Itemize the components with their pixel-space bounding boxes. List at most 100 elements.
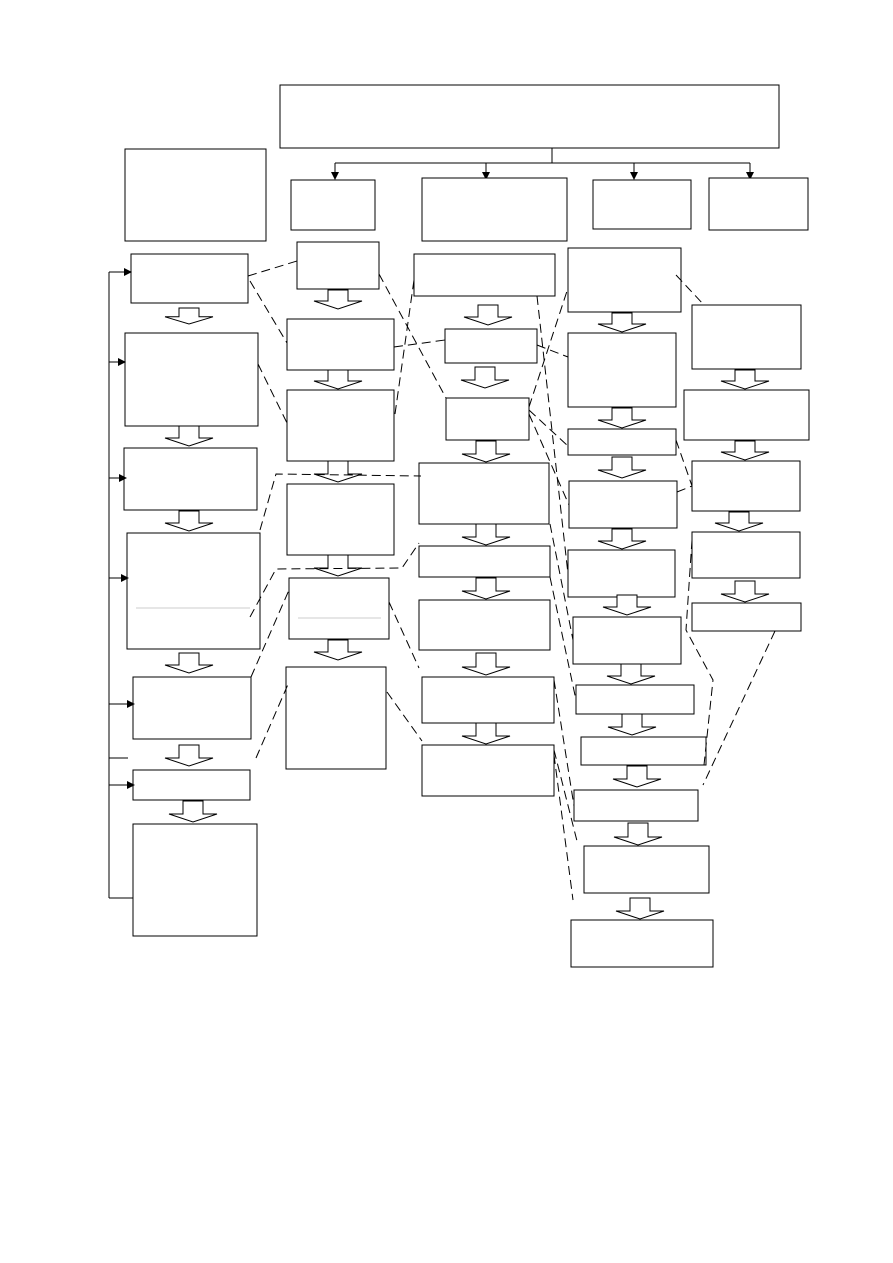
flow-arrow-11 — [313, 639, 363, 661]
dash-link-2 — [249, 280, 288, 344]
dash-link-17 — [536, 295, 569, 575]
flow-arrow-4 — [164, 652, 214, 674]
column-4 — [567, 247, 714, 968]
c4-node-3 — [567, 428, 677, 456]
dash-link-27 — [702, 630, 776, 786]
feedback-spine — [108, 268, 135, 899]
category-box-1-frame — [290, 179, 376, 231]
c4-node-11 — [570, 919, 714, 968]
c2-node-5 — [288, 577, 390, 640]
c3-node-2 — [444, 328, 538, 364]
c4-node-9 — [573, 789, 699, 822]
dash-link-21 — [553, 749, 579, 846]
c3-node-8 — [421, 744, 555, 797]
flow-arrow-20 — [597, 407, 647, 429]
flow-arrow-25 — [607, 713, 657, 736]
dash-link-6 — [250, 589, 290, 678]
c5-node-2 — [683, 389, 810, 441]
c2-node-6 — [285, 666, 387, 770]
dash-link-10 — [394, 279, 415, 415]
flow-arrow-28 — [615, 897, 665, 920]
c3-node-5 — [418, 545, 551, 578]
c4-node-1 — [567, 247, 682, 313]
c5-node-4 — [691, 531, 801, 579]
category-box-2 — [421, 177, 568, 242]
c2-node-4 — [286, 483, 395, 556]
c4-node-2 — [567, 332, 677, 408]
c3-node-4 — [418, 462, 550, 525]
flow-arrow-23 — [602, 594, 652, 616]
flow-arrow-27 — [613, 822, 663, 846]
dash-link-8 — [378, 273, 447, 399]
column-3 — [413, 253, 556, 797]
c4-node-7 — [575, 684, 695, 715]
left-header-frame — [124, 148, 267, 242]
c2-node-3 — [286, 389, 395, 462]
c3-node-1 — [413, 253, 556, 297]
column-2 — [285, 241, 395, 770]
flow-arrow-17 — [461, 652, 511, 676]
flow-arrow-15 — [461, 523, 511, 546]
c4-node-8 — [580, 736, 707, 766]
dash-link-23 — [675, 274, 705, 306]
flow-arrow-12 — [463, 304, 513, 326]
c4-node-4 — [568, 480, 678, 529]
dash-link-4 — [259, 473, 422, 531]
flow-arrows — [164, 289, 770, 920]
c1-node-3 — [123, 447, 258, 511]
flow-arrow-16 — [461, 577, 511, 600]
flow-arrow-3 — [164, 510, 214, 532]
dash-link-14 — [528, 287, 569, 408]
dash-link-9 — [393, 339, 446, 348]
dash-link-24 — [675, 439, 693, 487]
category-bus — [331, 148, 754, 180]
category-box-4 — [708, 177, 809, 231]
flow-arrow-22 — [597, 528, 647, 550]
c3-node-6 — [418, 599, 551, 651]
dash-link-3 — [257, 363, 288, 424]
dash-link-19 — [549, 576, 577, 701]
c1-node-4 — [126, 532, 261, 650]
c4-node-10 — [583, 845, 710, 894]
c4-node-5 — [567, 549, 676, 598]
c3-node-3 — [445, 397, 530, 441]
dash-link-1 — [247, 260, 298, 277]
flow-arrow-13 — [460, 366, 510, 389]
category-box-4-frame — [708, 177, 809, 231]
c1-node-1 — [130, 253, 249, 304]
c3-node-7 — [421, 676, 555, 724]
flow-arrow-5 — [164, 744, 214, 767]
dash-link-25 — [676, 485, 693, 493]
flow-arrow-26 — [612, 765, 662, 788]
flow-arrow-2 — [164, 425, 214, 447]
dash-link-16 — [528, 413, 570, 506]
c1-node-7 — [132, 823, 258, 937]
dash-link-18 — [549, 523, 574, 641]
dash-link-22 — [553, 754, 574, 901]
c2-node-2 — [286, 318, 395, 371]
dash-link-11 — [388, 601, 420, 669]
flow-arrow-29 — [720, 369, 770, 390]
column-1 — [123, 253, 261, 937]
dashed-links — [247, 260, 776, 901]
c5-node-1 — [691, 304, 802, 370]
c5-node-3 — [691, 460, 801, 512]
flow-arrow-6 — [168, 800, 218, 823]
flow-arrow-21 — [597, 456, 647, 479]
category-box-2-frame — [421, 177, 568, 242]
flow-arrow-24 — [606, 663, 656, 685]
left-header-box — [124, 148, 267, 242]
flow-arrow-9 — [313, 460, 363, 483]
top-box-frame — [279, 84, 780, 149]
flow-arrow-31 — [714, 511, 764, 532]
flow-arrow-32 — [720, 580, 770, 603]
dash-link-20 — [553, 679, 575, 807]
flow-arrow-18 — [461, 722, 511, 745]
category-box-3 — [592, 179, 692, 230]
flow-arrow-7 — [313, 289, 363, 310]
flow-arrow-10 — [313, 554, 363, 577]
flow-arrow-19 — [597, 312, 647, 333]
c5-node-5 — [691, 602, 802, 632]
column-5 — [683, 304, 810, 632]
